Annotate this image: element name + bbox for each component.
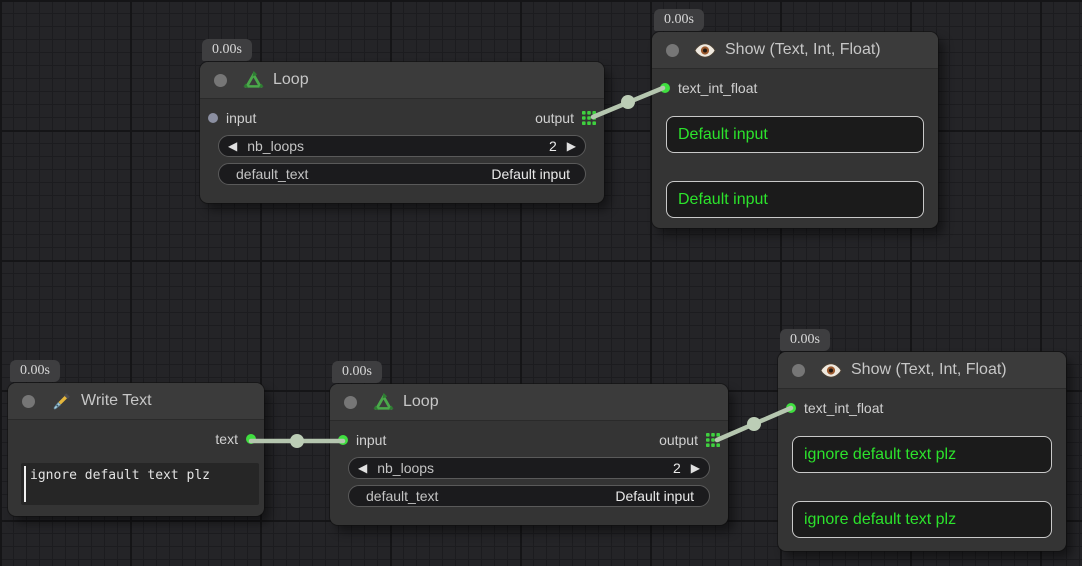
collapse-dot[interactable] xyxy=(214,73,227,87)
link-midpoint-dot[interactable] xyxy=(747,417,761,431)
node-loop-top[interactable]: 0.00s Loop input output xyxy=(200,39,604,203)
input-slot[interactable] xyxy=(208,113,218,123)
collapse-dot[interactable] xyxy=(344,395,357,409)
default-text-widget[interactable]: default_text Default input xyxy=(218,163,586,185)
output-slot-label: output xyxy=(535,110,574,126)
execution-time-badge: 0.00s xyxy=(780,329,830,351)
grid-output-slot-icon[interactable] xyxy=(582,111,596,125)
output-slot-label: text xyxy=(215,431,238,447)
collapse-dot[interactable] xyxy=(22,394,35,408)
recycle-icon xyxy=(372,391,394,413)
increment-arrow-icon[interactable]: ▶ xyxy=(690,461,700,475)
widget-label: default_text xyxy=(236,166,309,182)
widget-value: 2 xyxy=(672,460,681,476)
execution-time-badge: 0.00s xyxy=(202,39,252,61)
node-header[interactable]: Write Text xyxy=(8,383,264,420)
node-title: Loop xyxy=(273,71,309,88)
default-text-widget[interactable]: default_text Default input xyxy=(348,485,710,507)
widget-value: Default input xyxy=(491,166,570,182)
input-slot-label: text_int_float xyxy=(678,80,758,96)
input-slot-label: input xyxy=(226,110,257,126)
eye-icon xyxy=(820,359,842,381)
text-content: ignore default text plz xyxy=(30,468,211,483)
node-title: Write Text xyxy=(81,392,152,409)
node-write-text[interactable]: 0.00s Write Text text ignore default tex… xyxy=(8,360,264,516)
node-show-bottom[interactable]: 0.00s Show (Text, Int, Float) text_int_f… xyxy=(778,329,1066,551)
output-slot-label: output xyxy=(659,432,698,448)
node-header[interactable]: Loop xyxy=(200,62,604,99)
text-input-area[interactable]: ignore default text plz xyxy=(21,463,259,505)
link-midpoint-dot[interactable] xyxy=(290,434,304,448)
execution-time-badge: 0.00s xyxy=(332,361,382,383)
value-display-box[interactable]: Default input xyxy=(666,116,924,153)
eye-icon xyxy=(694,39,716,61)
node-loop-bottom[interactable]: 0.00s Loop input output xyxy=(330,361,728,525)
text-caret xyxy=(24,466,26,502)
widget-label: default_text xyxy=(366,488,439,504)
collapse-dot[interactable] xyxy=(792,363,805,377)
value-display-box[interactable]: ignore default text plz xyxy=(792,436,1052,473)
node-header[interactable]: Show (Text, Int, Float) xyxy=(652,32,938,69)
node-title: Show (Text, Int, Float) xyxy=(851,361,1007,378)
node-header[interactable]: Loop xyxy=(330,384,728,421)
widget-label: nb_loops xyxy=(247,138,305,154)
pen-icon xyxy=(50,390,72,412)
widget-label: nb_loops xyxy=(377,460,435,476)
node-show-top[interactable]: 0.00s Show (Text, Int, Float) text_int_f… xyxy=(652,9,938,228)
grid-output-slot-icon[interactable] xyxy=(706,433,720,447)
decrement-arrow-icon[interactable]: ◀ xyxy=(228,139,238,153)
widget-value: Default input xyxy=(615,488,694,504)
node-header[interactable]: Show (Text, Int, Float) xyxy=(778,352,1066,389)
value-display-box[interactable]: ignore default text plz xyxy=(792,501,1052,538)
input-slot-label: input xyxy=(356,432,387,448)
nb-loops-widget[interactable]: ◀ nb_loops 2 ▶ xyxy=(348,457,710,479)
output-slot[interactable] xyxy=(246,434,256,444)
node-title: Show (Text, Int, Float) xyxy=(725,41,881,58)
execution-time-badge: 0.00s xyxy=(10,360,60,382)
input-slot[interactable] xyxy=(786,403,796,413)
recycle-icon xyxy=(242,69,264,91)
decrement-arrow-icon[interactable]: ◀ xyxy=(358,461,368,475)
input-slot[interactable] xyxy=(338,435,348,445)
widget-value: 2 xyxy=(548,138,557,154)
input-slot-label: text_int_float xyxy=(804,400,884,416)
link-midpoint-dot[interactable] xyxy=(621,95,635,109)
value-display-box[interactable]: Default input xyxy=(666,181,924,218)
input-slot[interactable] xyxy=(660,83,670,93)
increment-arrow-icon[interactable]: ▶ xyxy=(566,139,576,153)
collapse-dot[interactable] xyxy=(666,43,679,57)
execution-time-badge: 0.00s xyxy=(654,9,704,31)
nb-loops-widget[interactable]: ◀ nb_loops 2 ▶ xyxy=(218,135,586,157)
node-title: Loop xyxy=(403,393,439,410)
